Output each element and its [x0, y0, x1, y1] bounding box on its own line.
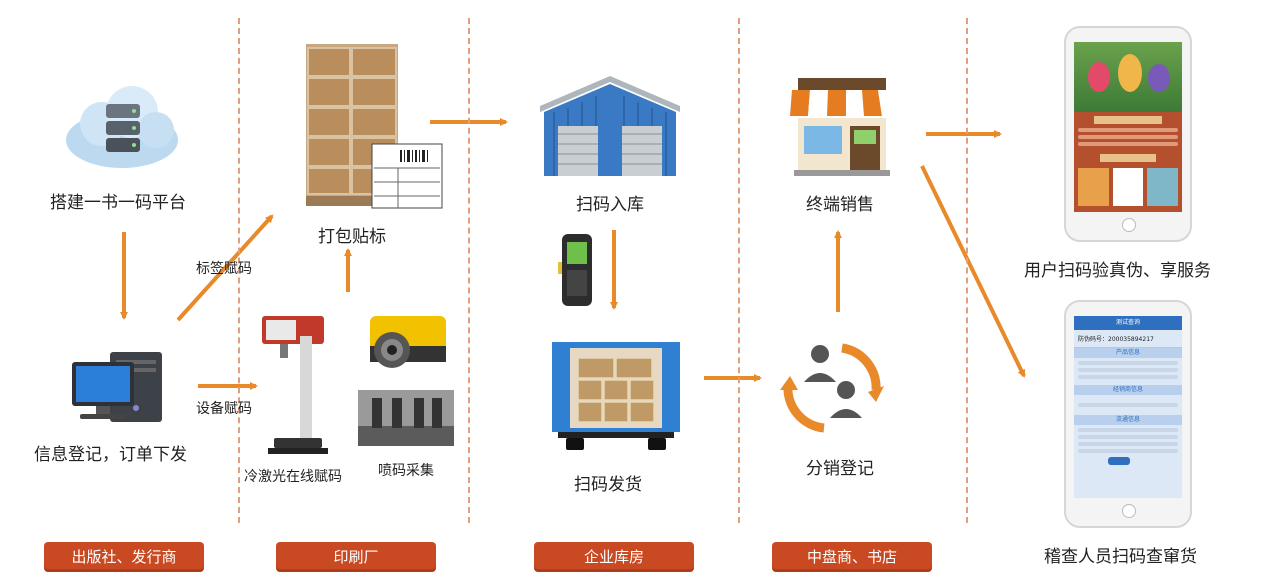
warehouse-icon — [540, 76, 680, 176]
node-inspector: 稽查人员扫码查窜货 — [1044, 547, 1197, 567]
node-warehouse-in: 扫码入库 — [576, 195, 644, 215]
edge-label-coding: 标签赋码 — [196, 261, 252, 277]
phone2-section-sale: 经销商信息 — [1074, 385, 1182, 395]
phone-inspector: 测试查询 防伪码号：200035894217 产品信息 经销商信息 流通信息 — [1064, 300, 1192, 528]
spray-line-image — [358, 390, 454, 446]
arrow-terminal-to-inspector — [920, 165, 1026, 378]
node-ship: 扫码发货 — [574, 475, 642, 495]
node-distribution: 分销登记 — [806, 459, 874, 479]
phone-home-button — [1122, 218, 1136, 232]
badge-publisher: 出版社、发行商 — [44, 542, 204, 572]
divider-2 — [468, 18, 470, 523]
arrow-order-to-packing — [176, 214, 274, 322]
divider-3 — [738, 18, 740, 523]
phone2-section-flow: 流通信息 — [1074, 415, 1182, 425]
store-icon — [790, 78, 894, 176]
node-packing: 打包贴标 — [318, 227, 386, 247]
phone2-code-value: 200035894217 — [1108, 336, 1154, 343]
truck-icon — [552, 342, 680, 450]
node-spray: 喷码采集 — [378, 463, 434, 479]
cloud-server-icon — [66, 86, 178, 168]
node-user-verify: 用户扫码验真伪、享服务 — [1024, 261, 1211, 281]
phone-home-button — [1122, 504, 1136, 518]
boxes-image — [306, 44, 443, 209]
handheld-scanner-icon — [558, 234, 592, 306]
laser-machine-icon — [262, 316, 328, 454]
edge-device-coding: 设备赋码 — [196, 401, 252, 417]
phone-user-verify — [1064, 26, 1192, 242]
badge-printer: 印刷厂 — [276, 542, 436, 572]
divider-4 — [966, 18, 968, 523]
node-order: 信息登记，订单下发 — [34, 445, 187, 465]
scanner-camera-icon — [370, 316, 446, 368]
node-terminal: 终端销售 — [806, 195, 874, 215]
computer-icon — [72, 352, 162, 422]
phone-banner-image — [1074, 42, 1182, 112]
node-laser: 冷激光在线赋码 — [244, 469, 342, 485]
phone2-section-product: 产品信息 — [1074, 348, 1182, 358]
node-platform: 搭建一书一码平台 — [50, 193, 186, 213]
phone2-code-label: 防伪码号： — [1078, 336, 1109, 343]
divider-1 — [238, 18, 240, 523]
badge-warehouse: 企业库房 — [534, 542, 694, 572]
distribution-cycle-icon — [780, 343, 884, 433]
phone2-title: 测试查询 — [1074, 316, 1182, 330]
badge-dealer: 中盘商、书店 — [772, 542, 932, 572]
